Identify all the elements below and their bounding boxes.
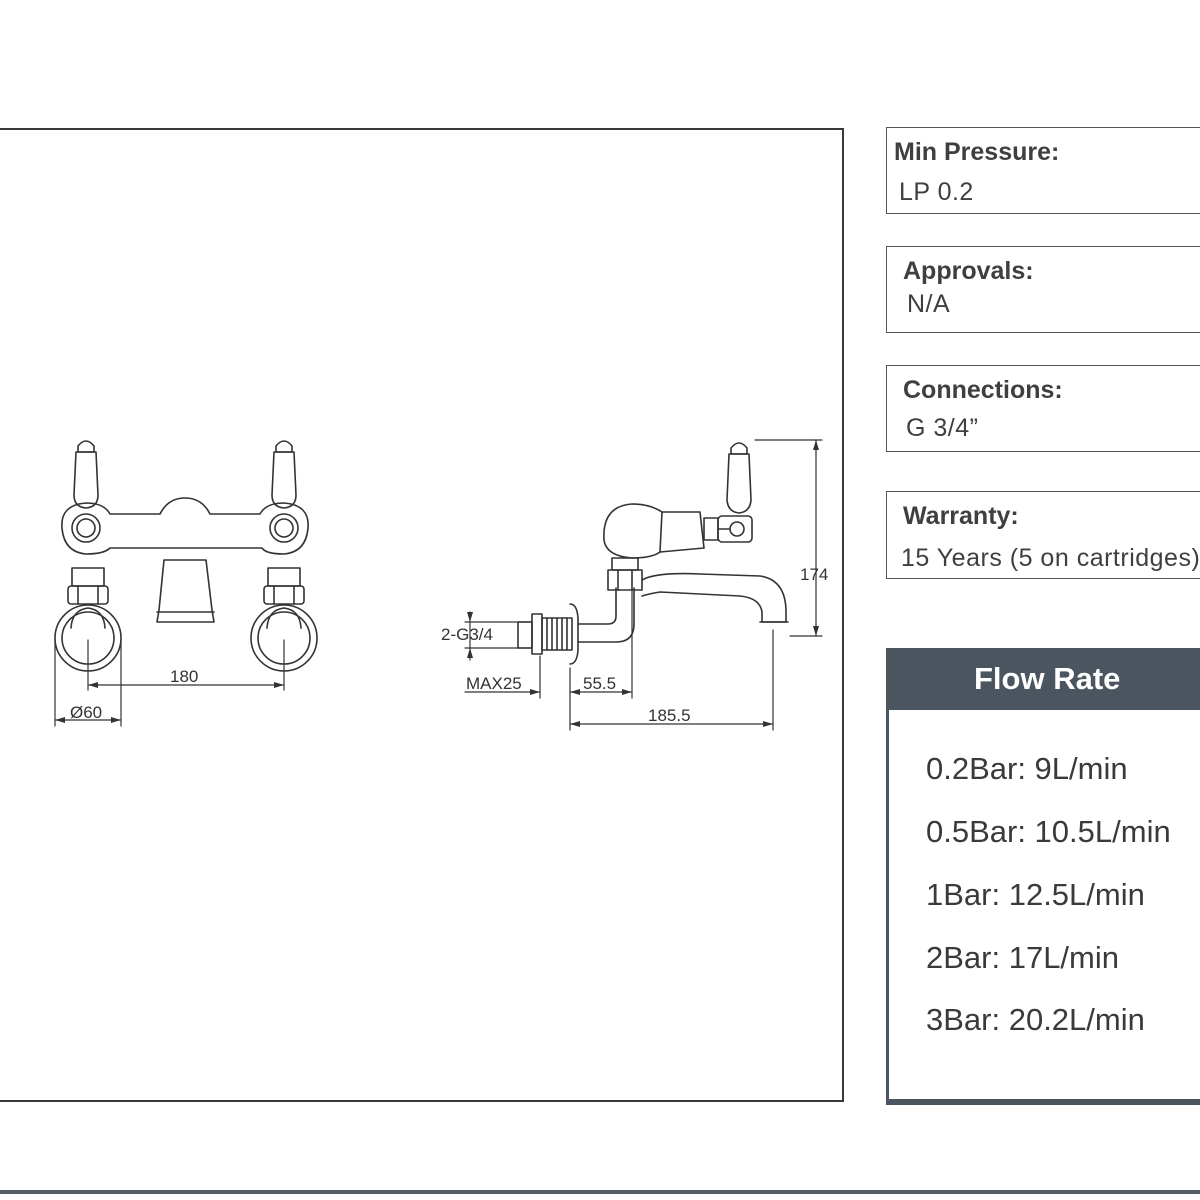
connections-box: Connections: G 3/4” [886,365,1200,452]
flow-rate-row: 0.5Bar: 10.5L/min [926,814,1171,849]
dim-depth-long: 185.5 [648,706,691,725]
warranty-box: Warranty: 15 Years (5 on cartridges) [886,491,1200,579]
dim-depth-short: 55.5 [583,674,616,693]
front-right-lever [271,440,297,509]
dim-height: 174 [800,565,828,584]
flow-rate-title: Flow Rate [974,661,1121,696]
min-pressure-box: Min Pressure: LP 0.2 [886,127,1200,214]
flow-rate-row: 1Bar: 12.5L/min [926,877,1145,912]
technical-drawing: 180 Ø60 174 2-G3/4 MAX25 55.5 185.5 [54,439,828,731]
front-right-flange [250,567,318,672]
flow-rate-panel: Flow Rate 0.2Bar: 9L/min 0.5Bar: 10.5L/m… [886,648,1200,1105]
approvals-value: N/A [907,290,951,318]
flow-rate-row: 3Bar: 20.2L/min [926,1002,1145,1037]
flow-rate-row: 2Bar: 17L/min [926,940,1119,975]
approvals-box: Approvals: N/A [886,246,1200,333]
connections-value: G 3/4” [906,414,979,442]
side-view [517,442,789,665]
drawing-frame [0,128,844,1102]
front-body [61,497,309,555]
dim-flange-diameter: Ø60 [70,703,102,722]
approvals-label: Approvals: [903,257,1034,285]
min-pressure-value: LP 0.2 [899,178,974,206]
front-spout [156,559,215,623]
front-left-lever [73,440,99,509]
flow-rate-header: Flow Rate [889,648,1200,710]
dim-centres: 180 [170,667,198,686]
footer-divider [0,1190,1200,1194]
warranty-value: 15 Years (5 on cartridges) [901,544,1200,572]
min-pressure-label: Min Pressure: [894,138,1060,166]
dim-inlet-thread: 2-G3/4 [441,625,493,644]
dim-max-thickness: MAX25 [466,674,522,693]
connections-label: Connections: [903,376,1063,404]
flow-rate-row: 0.2Bar: 9L/min [926,751,1128,786]
warranty-label: Warranty: [903,502,1019,530]
